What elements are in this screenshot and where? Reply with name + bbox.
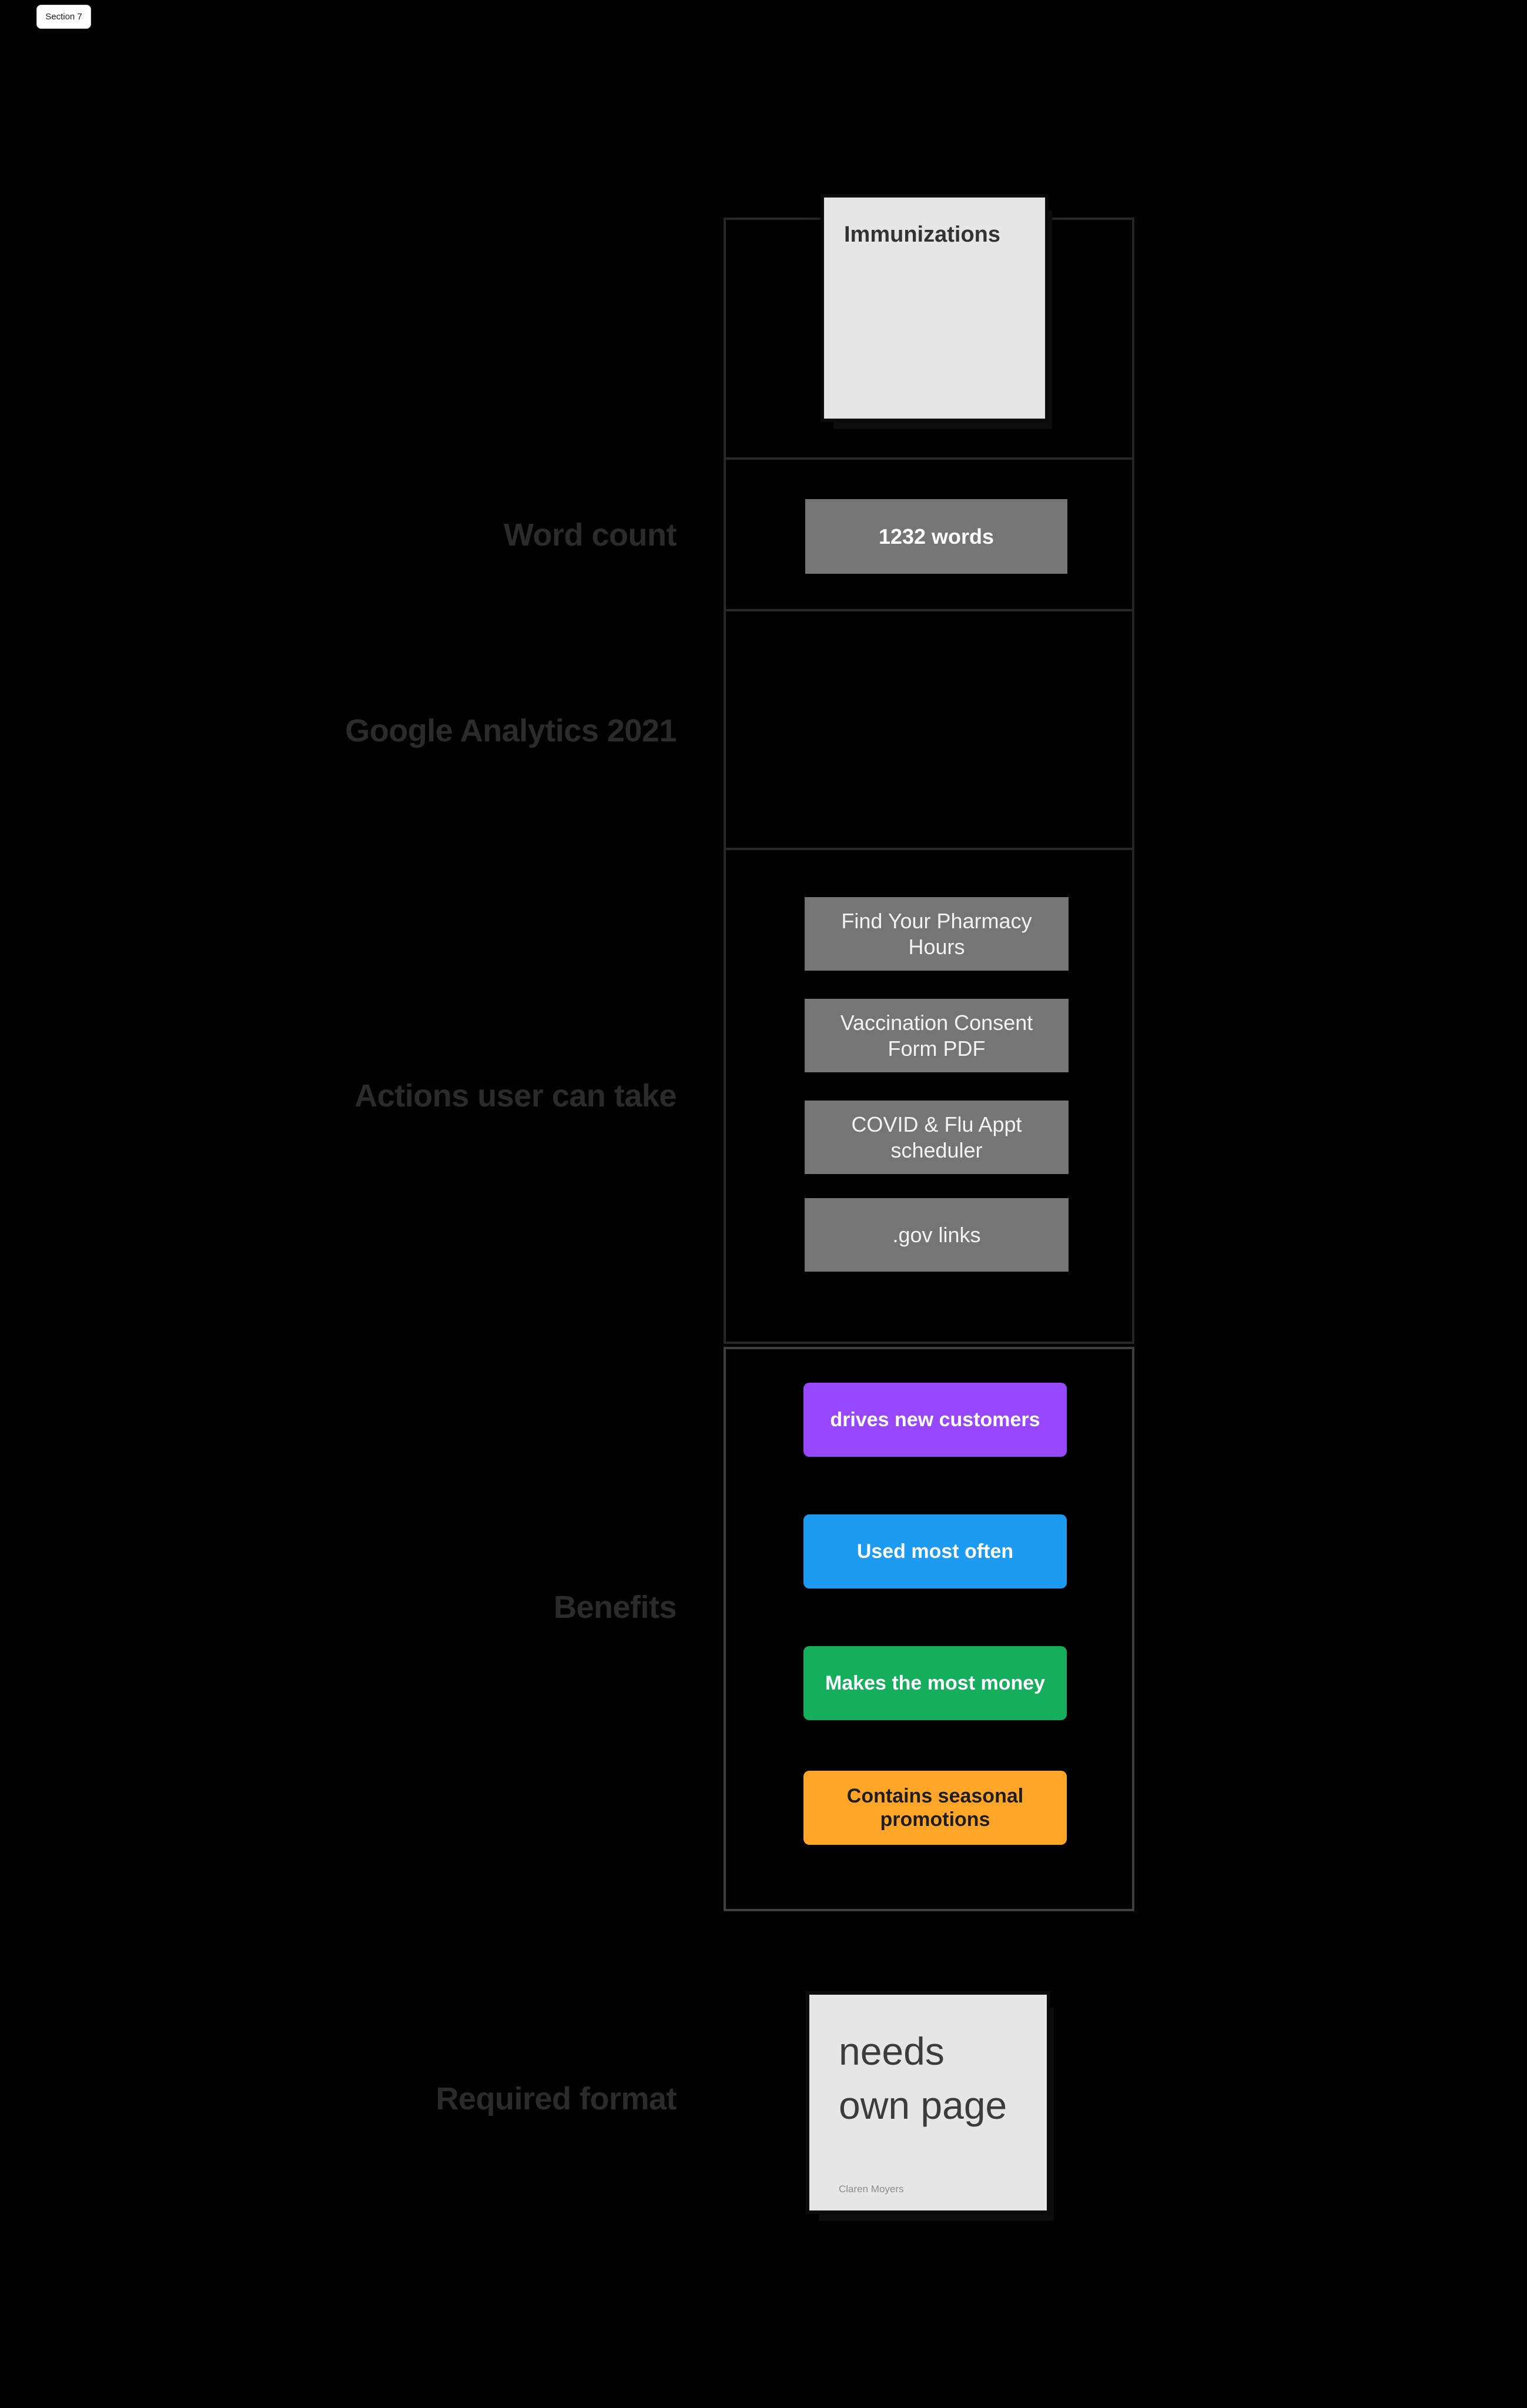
benefit-shape-used-most-often[interactable]: Used most often (803, 1514, 1067, 1588)
sticky-note-text: needs own page (839, 2029, 1007, 2127)
heading-google-analytics: Google Analytics 2021 (345, 713, 677, 748)
cell-word-count (726, 460, 1132, 611)
cell-benefits (724, 1347, 1134, 1911)
sticky-note-immunizations[interactable]: Immunizations (824, 198, 1045, 419)
cell-google-analytics (726, 611, 1132, 850)
sticky-note-author: Claren Moyers (839, 2183, 904, 2195)
sticky-note-needs-own-page[interactable]: needs own page Claren Moyers (809, 1995, 1047, 2210)
sticky-note-title: Immunizations (844, 222, 1001, 247)
action-shape-appt-scheduler[interactable]: COVID & Flu Appt scheduler (805, 1101, 1069, 1174)
word-count-shape[interactable]: 1232 words (805, 499, 1067, 574)
benefit-shape-new-customers[interactable]: drives new customers (803, 1383, 1067, 1457)
cell-immunizations (726, 220, 1132, 460)
heading-actions-user-can-take: Actions user can take (354, 1078, 677, 1113)
benefit-shape-most-money[interactable]: Makes the most money (803, 1646, 1067, 1720)
section-chip[interactable]: Section 7 (36, 5, 91, 29)
heading-benefits: Benefits (553, 1590, 677, 1625)
benefit-shape-seasonal-promotions[interactable]: Contains seasonal promotions (803, 1771, 1067, 1845)
heading-required-format: Required format (436, 2081, 677, 2116)
heading-word-count: Word count (504, 517, 677, 553)
action-shape-consent-form[interactable]: Vaccination Consent Form PDF (805, 999, 1069, 1072)
action-shape-pharmacy-hours[interactable]: Find Your Pharmacy Hours (805, 897, 1069, 971)
action-shape-gov-links[interactable]: .gov links (805, 1198, 1069, 1272)
